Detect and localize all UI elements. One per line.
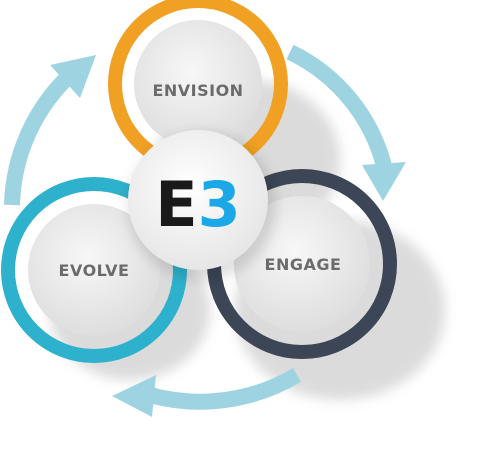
center-logo: E3 — [155, 168, 241, 241]
arrow-left — [4, 69, 76, 206]
center-letter-e: E — [155, 168, 197, 241]
evolve-inner-circle — [28, 204, 160, 336]
center-circle — [128, 130, 268, 270]
envision-inner-circle — [134, 20, 262, 148]
arrow-bottom — [147, 368, 302, 410]
arrow-head-left — [50, 55, 96, 98]
arrow-top-right — [286, 44, 393, 172]
center-number-3: 3 — [198, 168, 241, 241]
envision-label: ENVISION — [152, 81, 243, 100]
arrow-head-bottom — [112, 375, 156, 417]
arrow-head-top-right — [362, 162, 406, 201]
cycle-arrows — [4, 44, 406, 417]
engage-label: ENGAGE — [265, 255, 342, 274]
center-badge: E3 — [128, 130, 276, 280]
evolve-label: EVOLVE — [59, 261, 130, 280]
